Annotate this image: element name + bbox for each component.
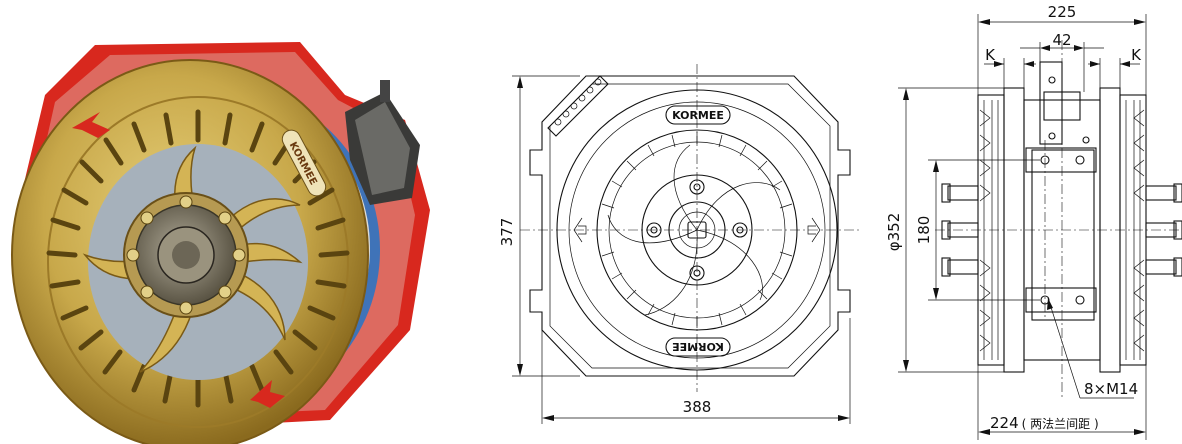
bolt-leader: 8×M14 (1047, 297, 1138, 399)
dim-388: 388 (541, 318, 851, 424)
front-view: KORMEE KORMEE 377 388 (498, 64, 860, 424)
front-brand-top: KORMEE (672, 109, 724, 122)
dim-352: φ352 (885, 87, 1004, 373)
bolt-spec-label: 8×M14 (1084, 380, 1138, 398)
side-view: 225 42 K (885, 3, 1182, 440)
dim-k-left: K (984, 46, 1036, 100)
dim-height-label: 377 (498, 218, 516, 247)
arrow-mark-icon (72, 112, 110, 138)
dim-k-left-label: K (985, 46, 996, 64)
dim-42: 42 (1020, 31, 1104, 92)
dim-225: 225 (977, 3, 1147, 95)
dim-diameter-label: φ352 (885, 213, 903, 252)
front-housing (529, 75, 851, 377)
dim-k-right: K (1088, 46, 1142, 100)
arrow-mark-icon (250, 380, 285, 408)
terminal-box (345, 80, 420, 205)
dim-flange-label: 224( 两法兰间距 ) (990, 414, 1099, 432)
terminal-strip (547, 75, 609, 137)
dim-width-label: 388 (683, 398, 712, 416)
dim-180: 180 (915, 159, 1040, 301)
dim-center-label: 42 (1052, 31, 1071, 49)
dim-overall-label: 225 (1048, 3, 1077, 21)
dim-bolt-spacing-label: 180 (915, 216, 933, 245)
dim-k-right-label: K (1131, 46, 1142, 64)
dim-377: 377 (498, 75, 580, 377)
front-brand-bottom: KORMEE (672, 340, 724, 353)
dim-224: 224( 两法兰间距 ) (977, 365, 1147, 440)
vent-slots (46, 109, 350, 408)
product-photo: KORMEE (11, 42, 430, 444)
